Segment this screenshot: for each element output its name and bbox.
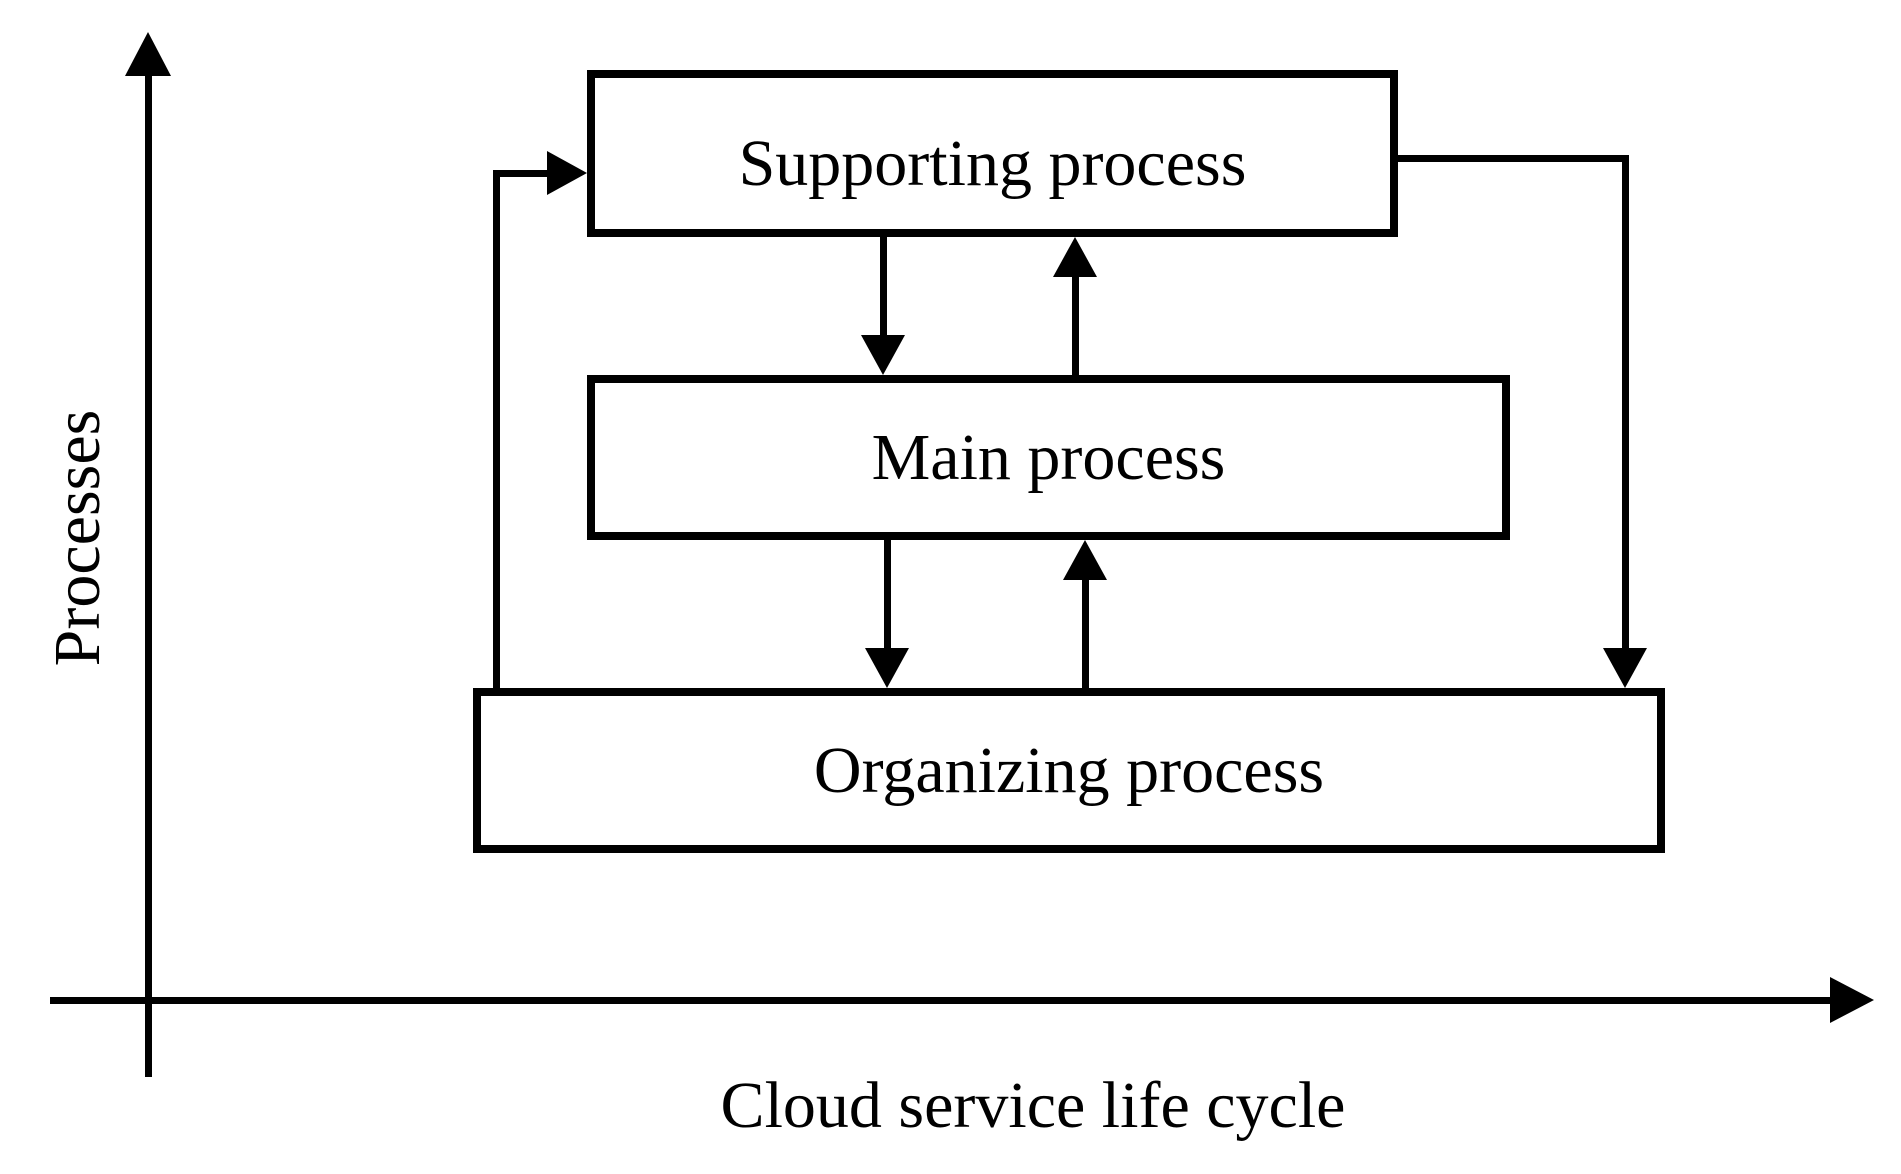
y-axis-label: Processes (41, 409, 114, 667)
y-axis-arrowhead-icon (125, 32, 171, 76)
edge-supporting-to-organizing-arrowhead-icon (1603, 648, 1647, 688)
edge-supporting-to-organizing-horizontal (1398, 154, 1625, 162)
node-main-process: Main process (587, 375, 1510, 540)
edge-main-to-supporting-shaft (1071, 275, 1079, 375)
node-supporting-process: Supporting process (587, 70, 1398, 237)
node-supporting-process-label: Supporting process (738, 126, 1247, 200)
x-axis-label: Cloud service life cycle (720, 1069, 1346, 1142)
edge-main-to-organizing-arrowhead-icon (865, 648, 909, 688)
edge-main-to-supporting-arrowhead-icon (1053, 237, 1097, 277)
edge-organizing-to-main-arrowhead-icon (1063, 540, 1107, 580)
edge-main-to-organizing-shaft (883, 540, 891, 650)
edge-organizing-to-supporting-horizontal (492, 169, 553, 177)
x-axis-arrowhead-icon (1830, 977, 1874, 1023)
x-axis-line (50, 996, 1832, 1004)
node-organizing-process-label: Organizing process (813, 733, 1325, 807)
y-axis-line (144, 70, 152, 1077)
edge-organizing-to-supporting-arrowhead-icon (547, 151, 587, 195)
edge-supporting-to-organizing-vertical (1621, 154, 1629, 650)
node-main-process-label: Main process (871, 420, 1226, 494)
edge-organizing-to-supporting-vertical (492, 169, 500, 688)
node-organizing-process: Organizing process (473, 688, 1665, 853)
edge-organizing-to-main-shaft (1081, 578, 1089, 688)
edge-supporting-to-main-arrowhead-icon (861, 335, 905, 375)
edge-supporting-to-main-shaft (879, 237, 887, 337)
